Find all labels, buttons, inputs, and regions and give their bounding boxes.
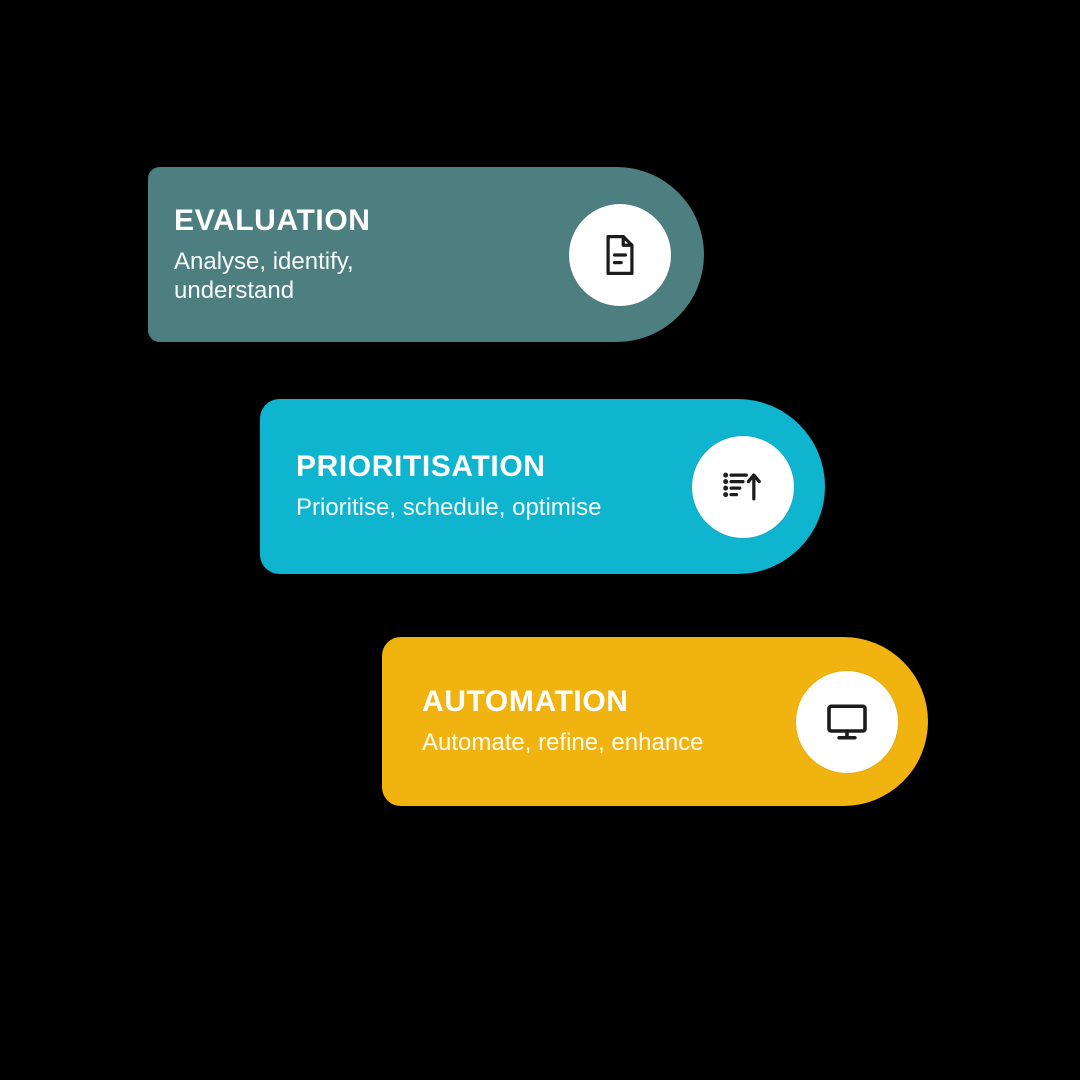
document-icon xyxy=(594,229,646,281)
evaluation-subtitle: Analyse, identify, understand xyxy=(174,247,354,304)
monitor-icon xyxy=(820,695,874,749)
evaluation-icon-circle xyxy=(569,203,671,306)
automation-icon-circle xyxy=(796,670,898,773)
prioritisation-card: PRIORITISATION Prioritise, schedule, opt… xyxy=(260,399,825,574)
evaluation-card: EVALUATION Analyse, identify, understand xyxy=(148,167,704,342)
sort-priority-icon xyxy=(717,461,769,513)
prioritisation-subtitle: Prioritise, schedule, optimise xyxy=(296,494,602,522)
automation-title: AUTOMATION xyxy=(422,685,629,719)
automation-card: AUTOMATION Automate, refine, enhance xyxy=(382,637,928,806)
prioritisation-icon-circle xyxy=(692,435,794,538)
evaluation-title: EVALUATION xyxy=(174,203,371,237)
prioritisation-title: PRIORITISATION xyxy=(296,450,546,484)
automation-subtitle: Automate, refine, enhance xyxy=(422,729,704,757)
